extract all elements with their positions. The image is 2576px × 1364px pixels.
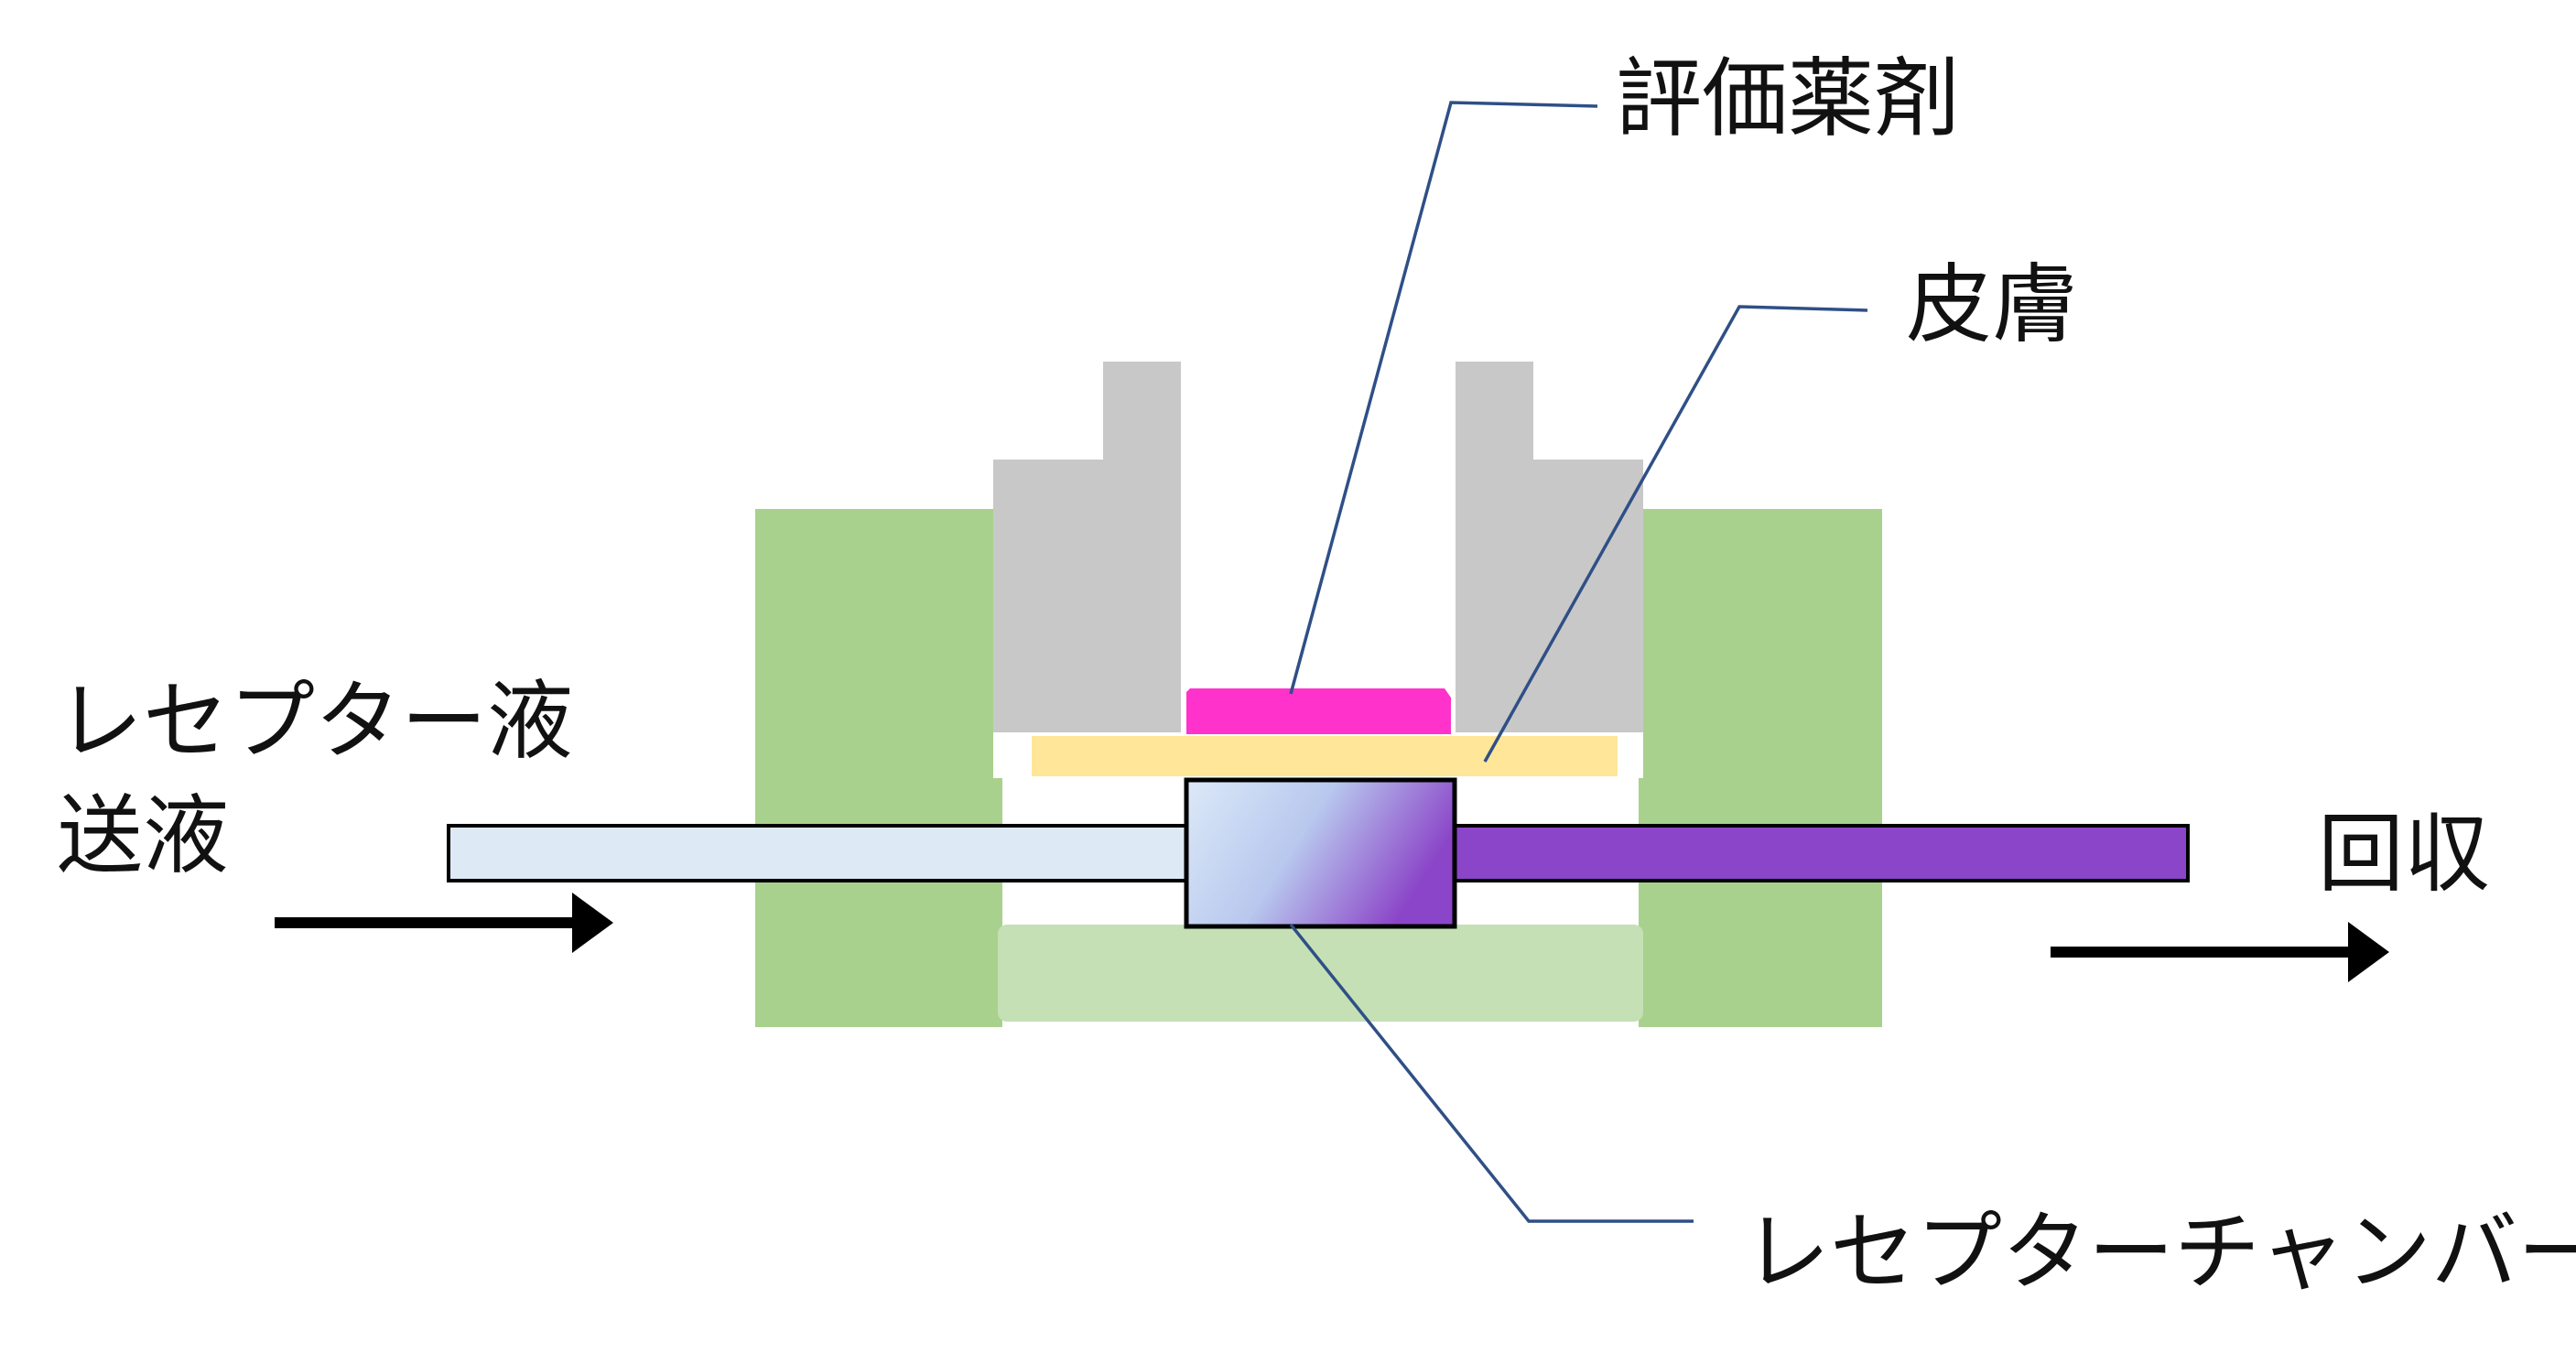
holder-block-left <box>755 509 1002 1027</box>
label-skin: 皮膚 <box>1906 255 2078 355</box>
outlet-tube <box>1445 824 2190 882</box>
label-drug: 評価薬剤 <box>1616 49 1960 149</box>
holder-block-right <box>1639 509 1882 1027</box>
skin-layer <box>1032 736 1618 776</box>
label-collection: 回収 <box>2318 805 2490 904</box>
receptor-chamber <box>1184 777 1457 929</box>
leader-line-skin <box>1483 305 1868 763</box>
label-receptor-liquid-line1: レセプター液 <box>57 672 573 772</box>
arrow-outlet <box>2051 922 2389 982</box>
leader-line-drug <box>1289 101 1598 695</box>
arrow-inlet <box>275 893 613 953</box>
label-receptor-chamber: レセプターチャンバー <box>1744 1203 2576 1303</box>
inlet-tube <box>447 824 1192 882</box>
drug-layer <box>1186 688 1451 734</box>
holder-block-bottom <box>998 925 1643 1022</box>
clamp-left <box>993 362 1181 732</box>
clamp-right <box>1456 362 1643 732</box>
label-receptor-liquid-line2: 送液 <box>57 786 229 886</box>
leader-line-chamber <box>1289 923 1694 1223</box>
